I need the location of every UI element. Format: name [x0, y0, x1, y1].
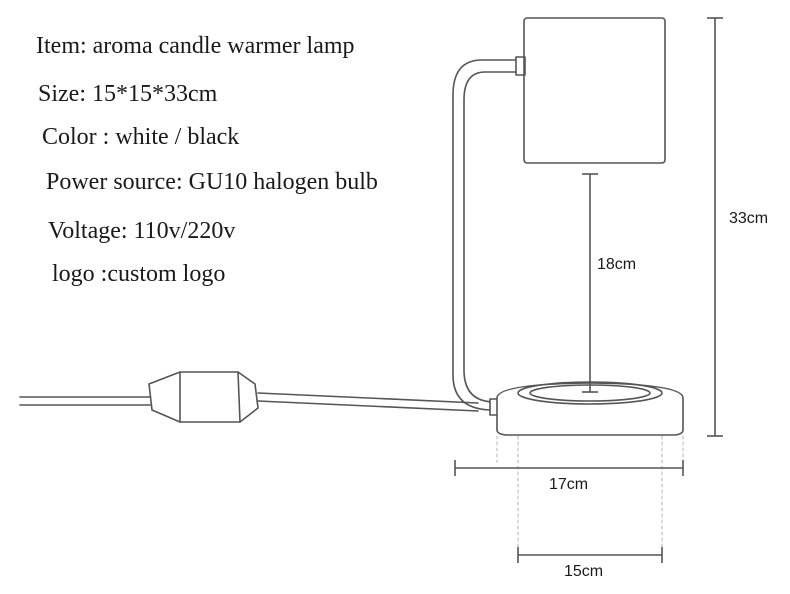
- dimension-label-base-inner: 15cm: [564, 563, 604, 580]
- spec-size: Size: 15*15*33cm: [38, 81, 218, 107]
- dimension-label-base-outer: 17cm: [549, 476, 589, 493]
- support-arm: [452, 56, 526, 416]
- dimension-label-height: 33cm: [729, 210, 769, 227]
- spec-voltage: Voltage: 110v/220v: [48, 218, 236, 244]
- warming-base: [496, 381, 684, 436]
- spec-logo: logo :custom logo: [52, 261, 226, 287]
- cord-switch: [148, 371, 259, 423]
- spec-color: Color : white / black: [42, 124, 240, 150]
- dimension-label-lamp-height: 18cm: [597, 256, 637, 273]
- spec-power-source: Power source: GU10 halogen bulb: [46, 169, 378, 195]
- dimension-lines: [454, 17, 723, 563]
- power-cord: [19, 392, 479, 412]
- spec-item: Item: aroma candle warmer lamp: [36, 33, 355, 59]
- lamp-shade: [523, 17, 666, 164]
- projection-lines: [496, 435, 684, 556]
